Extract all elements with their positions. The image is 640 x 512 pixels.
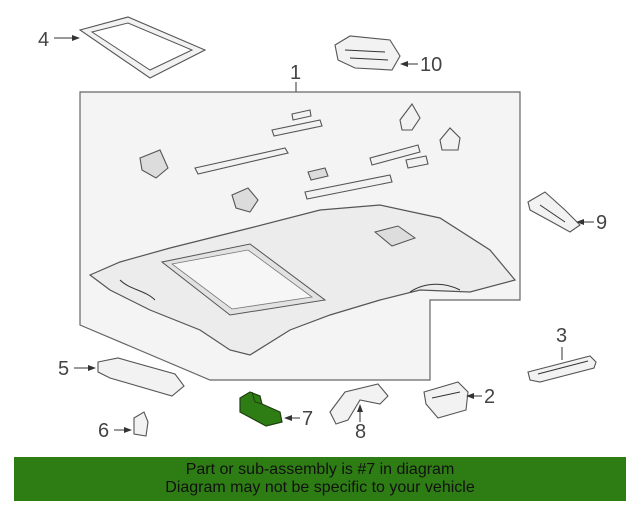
headliner-panel [88, 204, 517, 356]
headliner-small-parts [139, 103, 461, 213]
info-banner: Part or sub-assembly is #7 in diagram Di… [14, 457, 626, 501]
callout-9: 9 [596, 212, 607, 234]
part-10-dome-lamp[interactable] [334, 35, 401, 71]
callout-3: 3 [556, 325, 567, 347]
part-8-grab-handle[interactable] [329, 383, 389, 425]
callout-8: 8 [355, 421, 366, 443]
banner-line-2: Diagram may not be specific to your vehi… [165, 479, 475, 496]
callout-7: 7 [302, 408, 313, 430]
callout-4: 4 [38, 29, 49, 51]
callout-6: 6 [98, 420, 109, 442]
part-9-handle-bracket[interactable] [527, 191, 581, 233]
parts-diagram: 4 10 1 9 3 [38, 16, 607, 443]
callout-5: 5 [58, 358, 69, 380]
callout-2: 2 [484, 386, 495, 408]
part-7-highlighted[interactable] [239, 391, 283, 427]
part-2-housing[interactable] [423, 381, 469, 419]
banner-line-1: Part or sub-assembly is #7 in diagram [185, 461, 455, 478]
part-6-visor-clip[interactable] [133, 411, 149, 437]
callout-1: 1 [290, 62, 301, 84]
part-3-assist-grip[interactable] [527, 355, 597, 383]
part-4-sunroof-trim[interactable] [78, 16, 207, 79]
callout-10: 10 [420, 54, 442, 76]
part-5-sun-visor[interactable] [97, 357, 185, 397]
